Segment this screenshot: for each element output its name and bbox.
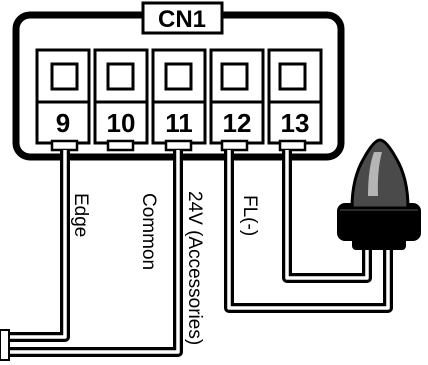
- terminal-label-9: 9: [56, 108, 70, 138]
- lamp-base: [337, 203, 421, 241]
- terminal-screw: [164, 62, 193, 91]
- wire-edge: [0, 150, 70, 342]
- lamp-dome: [350, 138, 410, 210]
- connector-title-box: [141, 1, 224, 35]
- wire-label-flashing-light: FL(-): [239, 195, 260, 236]
- wire-flashing-light-positive: [282, 150, 372, 283]
- lamp-highlight: [368, 152, 382, 196]
- terminal-screw: [220, 62, 249, 91]
- terminal-12: 12: [209, 48, 265, 152]
- wire-common: [0, 150, 183, 357]
- terminal-label-12: 12: [223, 108, 252, 138]
- lamp-base-bottom: [352, 236, 406, 250]
- wire-label-edge: Edge: [70, 193, 91, 237]
- terminal-screw: [50, 62, 79, 91]
- terminal-screw: [106, 62, 135, 91]
- terminal-13: 13: [267, 48, 323, 152]
- flashing-lamp-icon: [337, 138, 421, 250]
- wire-label-accessories: 24V (Accessories): [184, 191, 205, 345]
- terminal-11: 11: [151, 48, 207, 152]
- terminal-screw: [278, 62, 307, 91]
- terminal-foot: [278, 139, 307, 152]
- terminal-label-13: 13: [281, 108, 310, 138]
- terminal-foot: [50, 139, 79, 152]
- terminal-foot: [106, 139, 135, 152]
- terminal-10: 10: [93, 48, 149, 152]
- connector-title: CN1: [158, 6, 206, 33]
- terminal-label-10: 10: [107, 108, 136, 138]
- terminal-label-11: 11: [165, 108, 193, 138]
- terminal-body: [151, 48, 207, 145]
- wire-label-common: Common: [138, 193, 159, 270]
- cable-end: [0, 329, 10, 361]
- wire-flashing-light-negative: [224, 150, 393, 313]
- terminal-9: 9: [35, 48, 91, 152]
- terminal-foot: [220, 139, 249, 152]
- terminal-foot: [164, 139, 193, 152]
